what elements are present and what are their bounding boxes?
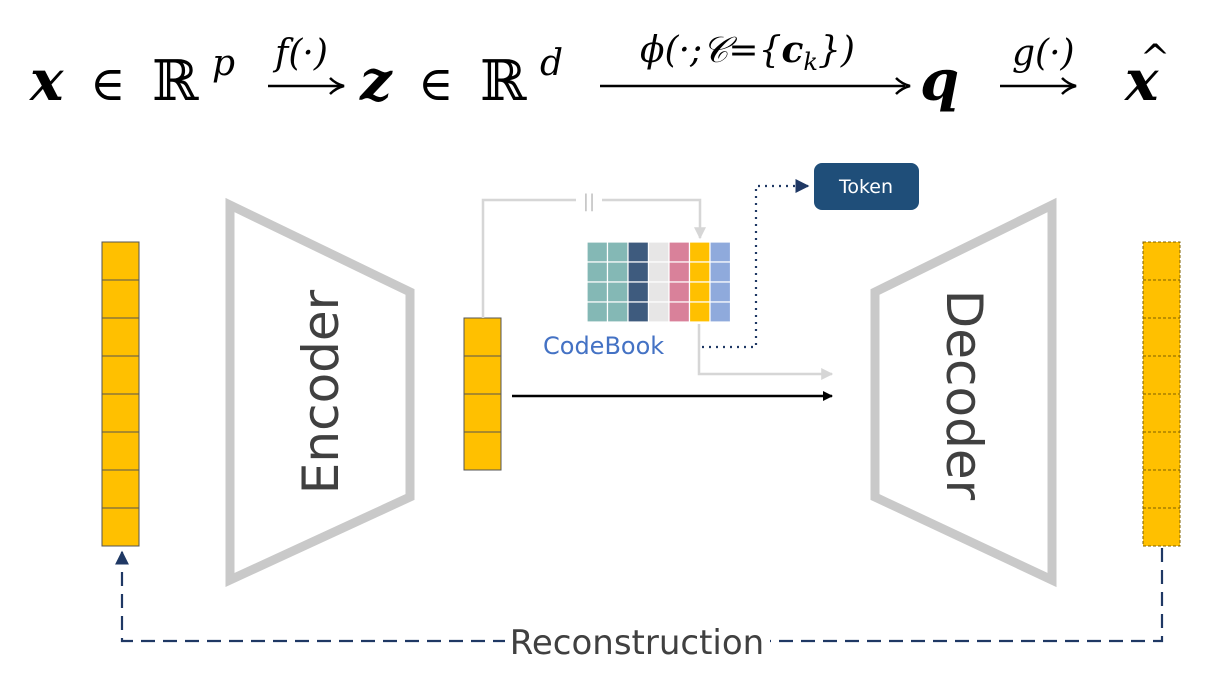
output-vector [1142, 241, 1181, 547]
codebook-cell [709, 281, 732, 303]
token-label: Token [838, 176, 893, 198]
reconstruction-loop: Reconstruction [115, 548, 1164, 663]
codebook-cell [688, 281, 711, 303]
formula-in-2: ∈ [418, 56, 454, 112]
codebook-cell [606, 261, 629, 283]
formula-sup-p: p [212, 43, 235, 84]
latent-vector [463, 317, 502, 471]
codebook-cell [647, 301, 670, 323]
codebook-cell [586, 261, 609, 283]
formula-q: q [920, 48, 959, 114]
codebook-cell [627, 301, 650, 323]
codebook-cell [668, 301, 691, 323]
formula-f: f(·) [272, 33, 328, 74]
token-box: Token [814, 163, 919, 210]
codebook-columns [586, 241, 732, 323]
encoder-label: Encoder [292, 289, 350, 494]
arrow-phi-head [895, 77, 911, 95]
encoder: Encoder [225, 197, 415, 588]
formula-phi-label: ϕ(·;𝒞={ck}) [640, 29, 855, 76]
encoder-trapezoid [225, 197, 415, 588]
formula-phi-k: k [803, 48, 818, 76]
codebook-cell [606, 241, 629, 263]
codebook-cell [709, 241, 732, 263]
formula-xhat: x [1124, 48, 1159, 114]
formula-sup-d: d [540, 43, 563, 84]
codebook-cell [668, 261, 691, 283]
formula-x: x [29, 48, 64, 114]
codebook-cell [627, 281, 650, 303]
formula-z: z [359, 48, 393, 114]
svg-text:ϕ(·;𝒞={ck}): ϕ(·;𝒞={ck}) [640, 29, 855, 76]
formula-space-r-1: ℝ [152, 49, 200, 114]
decoder: Decoder [870, 197, 1057, 588]
codebook-lookup-path: || [481, 190, 706, 318]
codebook-cell [668, 241, 691, 263]
codebook-cell [586, 241, 609, 263]
codebook-cell [647, 281, 670, 303]
codebook-cell [647, 241, 670, 263]
codebook-cell [688, 261, 711, 283]
codebook-cell [709, 261, 732, 283]
codebook-cell [586, 281, 609, 303]
formula-phi-suffix: }) [818, 30, 855, 71]
formula-g: g(·) [1012, 33, 1075, 74]
formula-in-1: ∈ [90, 56, 126, 112]
arrow-g-head [1061, 77, 1077, 95]
reconstruction-label: Reconstruction [510, 623, 764, 663]
input-vector [101, 241, 140, 547]
codebook-cell [627, 261, 650, 283]
codebook-cell [586, 301, 609, 323]
codebook-cell [647, 261, 670, 283]
codebook-cell [709, 301, 732, 323]
formula-space-r-2: ℝ [480, 49, 528, 114]
codebook-cell [627, 241, 650, 263]
token-path-arrow [702, 179, 810, 349]
codebook-cell [688, 241, 711, 263]
decoder-label: Decoder [935, 290, 993, 501]
quantized-to-decoder-arrow [697, 324, 834, 380]
codebook-cell [668, 281, 691, 303]
decoder-trapezoid [870, 197, 1057, 588]
formula-phi-c: c [781, 29, 803, 71]
formula: x ∈ ℝ p f(·) z ∈ ℝ d ϕ(·;𝒞={ck}) q g(·) … [29, 29, 1170, 114]
stop-gradient-mark: || [583, 191, 595, 212]
codebook-cell [606, 281, 629, 303]
codebook-cell [688, 301, 711, 323]
arrow-f-head [329, 77, 345, 95]
codebook-label: CodeBook [543, 332, 664, 360]
codebook: CodeBook [543, 241, 732, 360]
formula-phi-prefix: ϕ(·; [640, 30, 702, 71]
formula-hat: ^ [1140, 38, 1170, 79]
formula-phi-set: 𝒞={ [702, 30, 781, 71]
codebook-cell [606, 301, 629, 323]
